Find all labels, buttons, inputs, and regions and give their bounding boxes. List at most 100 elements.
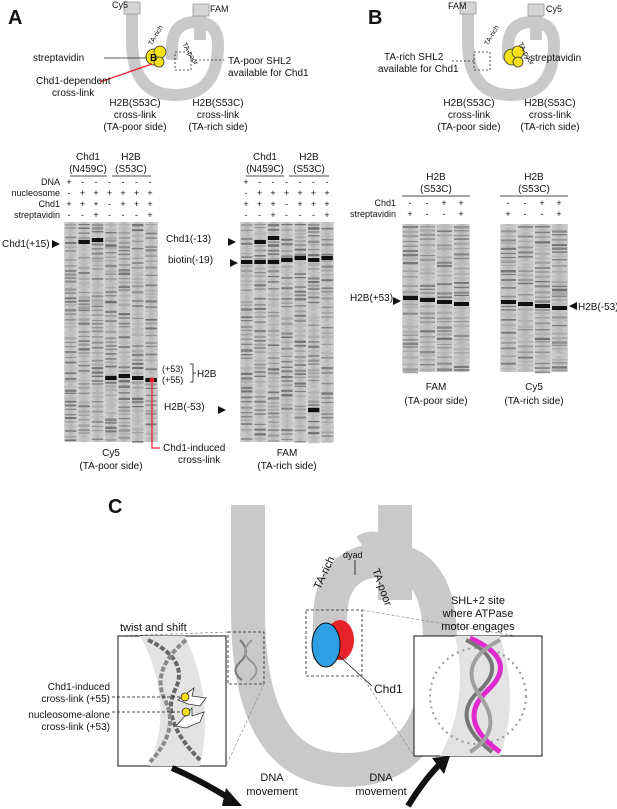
gel-band <box>254 343 266 346</box>
gel-band <box>321 316 333 318</box>
gel-band <box>105 412 117 414</box>
gel-band <box>145 342 157 344</box>
sign-cell: - <box>81 210 84 220</box>
gel-band <box>65 259 77 261</box>
gel-band <box>241 256 253 258</box>
label-ta-rich-shl2-1: TA-rich SHL2 <box>384 52 444 63</box>
gel-band <box>241 274 253 277</box>
gel-band <box>294 390 306 393</box>
gel-band <box>105 256 117 258</box>
zoom-box-left <box>227 631 265 685</box>
gel-a-right-header-2a: H2B <box>299 152 319 163</box>
gel-band <box>294 420 306 422</box>
gel-band <box>254 303 266 306</box>
gel-band <box>294 382 306 385</box>
gel-band <box>403 270 418 272</box>
sign-grid-a-left: +-------+++++++++-+++--+---+ <box>66 177 152 220</box>
gel-band <box>241 301 253 304</box>
gel-band <box>118 362 130 364</box>
gel-band <box>403 339 418 341</box>
gel-band <box>65 392 77 394</box>
gel-band <box>535 300 550 303</box>
gel-band <box>118 351 130 354</box>
sign-cell: + <box>324 188 329 198</box>
gel-band <box>267 224 280 227</box>
gel-band <box>91 265 104 267</box>
gel-band <box>254 288 266 290</box>
gel-band <box>105 259 117 262</box>
gel-band <box>294 360 306 362</box>
sign-cell: - <box>507 198 510 208</box>
gel-band <box>91 224 104 227</box>
label-ta-poor-a: TA-poor <box>180 42 199 68</box>
sign-cell: - <box>524 198 527 208</box>
gel-band <box>420 364 435 366</box>
gel-band <box>91 401 104 403</box>
row-label-chd1: Chd1 <box>38 199 60 209</box>
gel-band <box>132 392 144 395</box>
gel-band <box>294 305 306 307</box>
gel-band-strong <box>281 258 293 262</box>
gel-band <box>65 318 77 321</box>
gel-band <box>308 345 320 348</box>
gel-band <box>321 279 333 282</box>
gel-band <box>254 347 266 349</box>
gel-band <box>254 267 266 270</box>
gel-band <box>454 352 469 354</box>
gel-band <box>91 252 104 255</box>
gel-band <box>91 341 104 344</box>
gel-band <box>535 231 550 234</box>
gel-lane <box>518 224 533 372</box>
gel-band <box>145 229 157 232</box>
gel-band <box>281 271 293 273</box>
gel-band <box>105 394 117 397</box>
crosslink-dot-53 <box>181 707 191 717</box>
gel-band <box>267 249 280 252</box>
gel-band-strong <box>105 376 117 380</box>
sign-cell: + <box>324 199 329 209</box>
gel-band <box>267 275 280 278</box>
gel-band <box>91 346 104 349</box>
label-fam-a: FAM <box>210 4 229 14</box>
gel-band <box>518 270 533 272</box>
sign-cell: - <box>108 210 111 220</box>
gel-band <box>535 252 550 255</box>
gel-band <box>535 271 550 273</box>
gel-band <box>403 368 418 371</box>
sign-cell: + <box>147 188 152 198</box>
gel-band <box>78 364 90 367</box>
gel-band <box>308 404 320 406</box>
gel-band <box>267 368 280 371</box>
gel-band <box>281 265 293 268</box>
gel-band <box>535 241 550 244</box>
gel-band <box>91 383 104 385</box>
gel-band <box>321 387 333 389</box>
gel-band <box>254 258 266 260</box>
gel-band <box>91 371 104 374</box>
gel-band <box>281 366 293 368</box>
gel-band <box>267 357 280 359</box>
label-dyad: dyad <box>343 550 363 560</box>
h2b-right-b-1: H2B(S53C) <box>524 98 575 109</box>
gel-band <box>145 289 157 292</box>
gel-band <box>118 264 130 266</box>
gel-band <box>294 350 306 352</box>
gel-band <box>281 250 293 252</box>
gel-band <box>403 226 418 229</box>
sign-cell: + <box>257 199 262 209</box>
gel-band <box>78 251 90 253</box>
gel-band <box>552 319 567 322</box>
chd1-induced-1: Chd1-induced <box>163 443 225 454</box>
gel-band <box>501 308 516 311</box>
gel-band <box>65 241 77 244</box>
gel-band <box>552 299 567 301</box>
gel-lane <box>241 222 253 442</box>
gel-band <box>308 248 320 251</box>
gel-band <box>132 428 144 431</box>
gel-band <box>78 227 90 230</box>
gel-band <box>254 316 266 318</box>
label-chd1-crosslink-2: cross-link <box>52 88 95 99</box>
gel-band <box>65 304 77 306</box>
gel-band <box>281 229 293 231</box>
gel-band <box>403 235 418 238</box>
